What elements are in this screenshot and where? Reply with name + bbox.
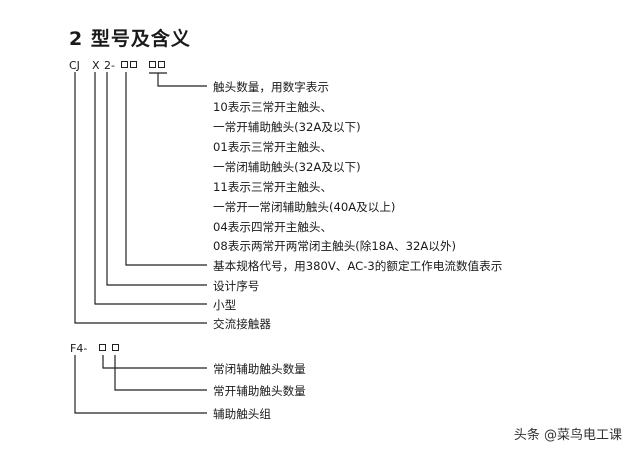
watermark: 头条 @菜鸟电工课: [513, 428, 622, 443]
spec-box: [130, 61, 137, 68]
desc-01-line2: 一常闭辅助触头(32A及以下): [213, 160, 361, 174]
contact-count-box: [149, 61, 156, 68]
desc-11-line1: 11表示三常开主触头、: [213, 180, 333, 194]
model-code-cj: CJ: [69, 59, 80, 72]
desc-aux-group: 辅助触头组: [213, 407, 271, 421]
desc-contact-count: 触头数量，用数字表示: [213, 80, 329, 94]
spec-box: [121, 61, 128, 68]
desc-08: 08表示两常开两常闭主触头(除18A、32A以外): [213, 239, 457, 253]
desc-ac-contactor: 交流接触器: [213, 317, 271, 331]
desc-no-aux-count: 常开辅助触头数量: [213, 384, 306, 398]
nc-count-box: [99, 344, 106, 351]
desc-spec-code: 基本规格代号，用380V、AC-3的额定工作电流数值表示: [213, 259, 503, 273]
contact-count-box: [158, 61, 165, 68]
page-title: 2 型号及含义: [69, 28, 191, 50]
desc-04: 04表示四常开主触头、: [213, 220, 333, 234]
model-code-2: 2-: [104, 59, 115, 72]
model-code-f4: F4-: [70, 342, 88, 355]
desc-10-line1: 10表示三常开主触头、: [213, 100, 333, 114]
desc-10-line2: 一常开辅助触头(32A及以下): [213, 120, 361, 134]
desc-small: 小型: [213, 298, 237, 312]
model-code-x: X: [92, 59, 100, 72]
desc-01-line1: 01表示三常开主触头、: [213, 140, 333, 154]
desc-11-line2: 一常开一常闭辅助触头(40A及以上): [213, 200, 396, 214]
no-count-box: [112, 344, 119, 351]
desc-nc-aux-count: 常闭辅助触头数量: [213, 362, 306, 376]
desc-design-serial: 设计序号: [213, 279, 260, 293]
